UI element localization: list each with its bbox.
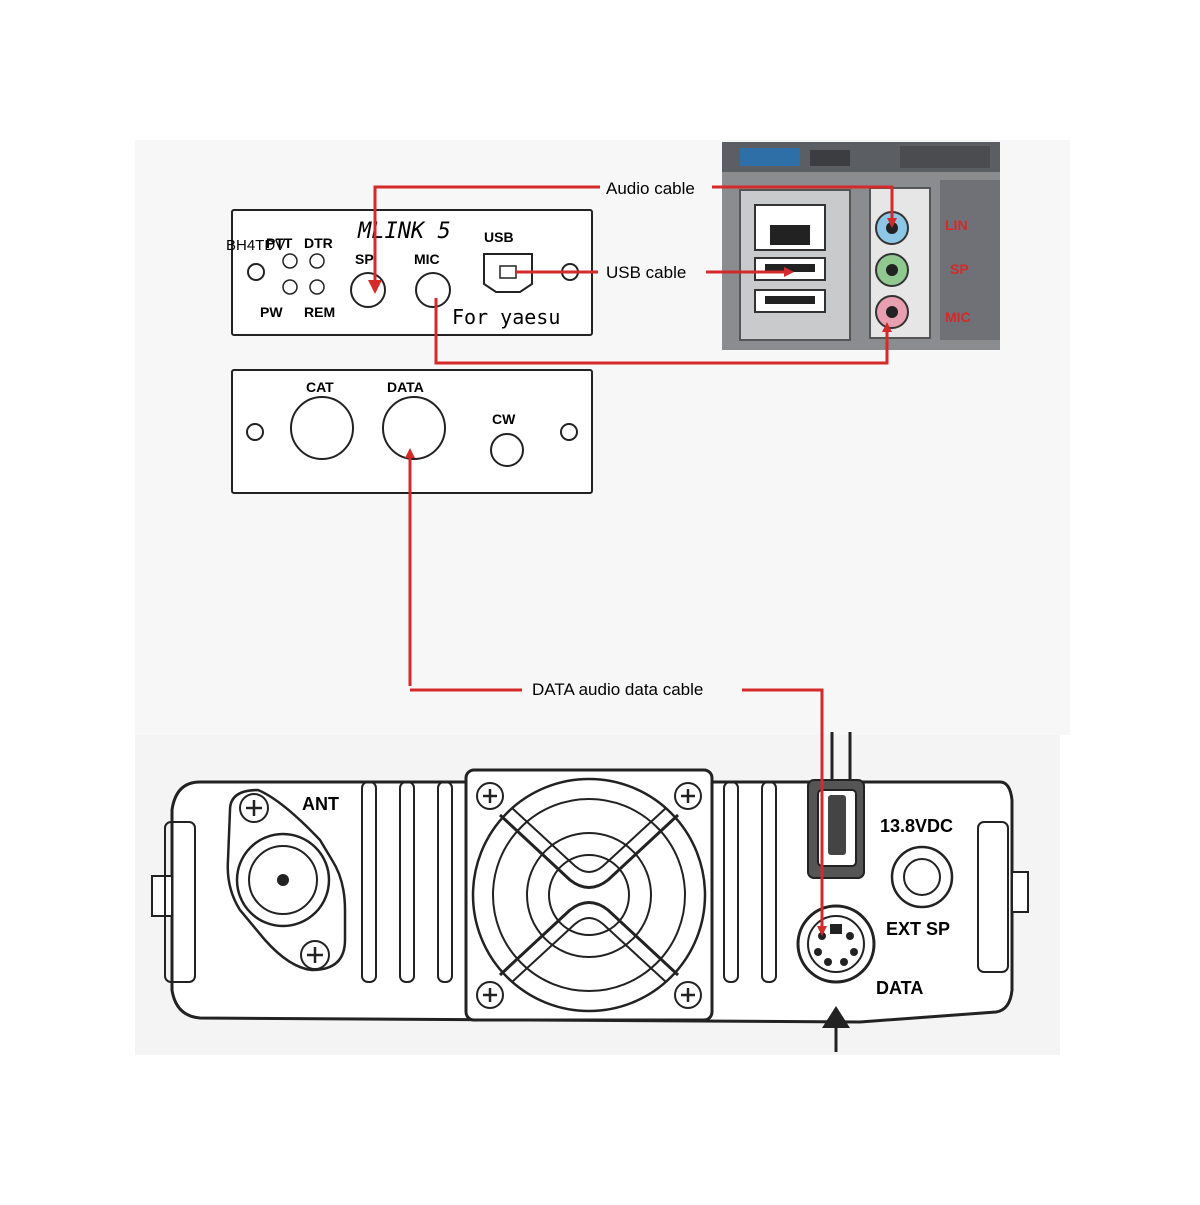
data-cable-label: DATA audio data cable xyxy=(532,680,703,699)
power-label: 13.8VDC xyxy=(880,816,953,836)
cooling-fan xyxy=(464,768,714,1022)
audio-cable-left xyxy=(373,185,600,282)
mlink-bottom-panel: CAT DATA CW xyxy=(231,369,593,494)
rem-led xyxy=(309,279,325,295)
radio-data-label: DATA xyxy=(876,978,923,998)
pc-jack-label: MIC xyxy=(945,309,971,325)
usb-cable-label: USB cable xyxy=(606,263,686,282)
cat-label: CAT xyxy=(306,379,334,395)
ant-label: ANT xyxy=(302,794,339,814)
pw-label: PW xyxy=(260,304,283,320)
cw-label: CW xyxy=(492,411,516,427)
radio-rear-panel: ANT xyxy=(151,732,1029,1052)
data-connector xyxy=(382,396,446,460)
mlink-top-panel: MLINK 5 BH4TDV PTT DTR PW REM SP MIC USB… xyxy=(226,209,593,336)
rem-label: REM xyxy=(304,304,335,320)
mic-label: MIC xyxy=(414,251,440,267)
overlay-callsign: BH4TDV xyxy=(226,237,285,254)
ext-sp-label: EXT SP xyxy=(886,919,950,939)
data-label: DATA xyxy=(387,379,424,395)
pointer-arrow-icon xyxy=(822,1006,850,1028)
usb-label: USB xyxy=(484,229,514,245)
screw-hole xyxy=(560,423,578,441)
cables xyxy=(373,185,897,936)
device-title: MLINK 5 xyxy=(357,219,451,244)
cw-jack xyxy=(490,433,524,467)
mic-cable xyxy=(434,298,892,365)
audio-cable-right xyxy=(712,185,897,228)
dtr-label: DTR xyxy=(304,235,333,251)
pc-jack-label: SP xyxy=(950,261,969,277)
cat-connector xyxy=(290,396,354,460)
pc-jack-label: LIN xyxy=(945,217,968,233)
dtr-led xyxy=(309,253,325,269)
pw-led xyxy=(282,279,298,295)
sp-jack xyxy=(350,272,386,308)
screw-hole xyxy=(246,423,264,441)
data-cable-right xyxy=(742,688,827,936)
audio-arrow-icon xyxy=(368,280,382,294)
screw-hole xyxy=(247,263,265,281)
for-yaesu-label: For yaesu xyxy=(452,305,560,329)
sp-label: SP xyxy=(355,251,374,267)
ptt-led xyxy=(282,253,298,269)
heatsink-fins xyxy=(361,781,777,983)
pc-io-panel: LIN SP MIC xyxy=(722,142,1000,350)
audio-cable-label: Audio cable xyxy=(606,179,695,198)
ptt-label: PTT xyxy=(266,235,293,251)
mic-jack-device xyxy=(415,272,451,308)
